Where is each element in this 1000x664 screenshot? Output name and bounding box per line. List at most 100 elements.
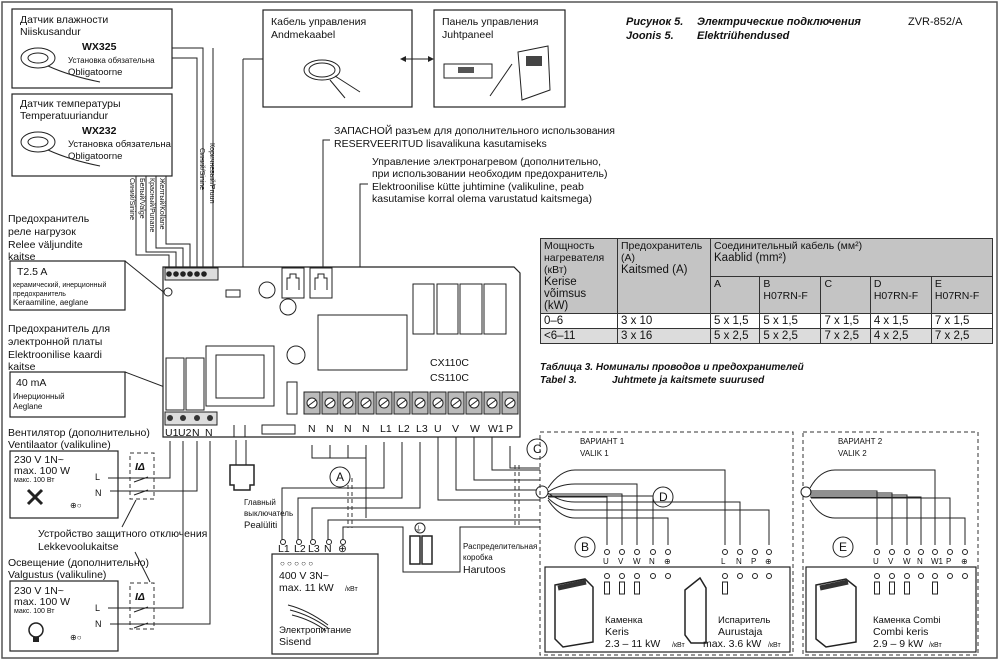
label: Установка обязательна [68,56,155,65]
residual-current-device: IΔ [108,441,211,630]
terminal-point [737,549,743,555]
svg-text:kaitse: kaitse [8,251,36,263]
cable-marker-d: D [652,486,674,508]
figure-title: Elektriühendused [697,30,790,42]
terminal-label: L2 [294,543,306,555]
label: Датчик температуры [20,98,121,110]
terminal-point [932,549,938,555]
terminal-screw [194,271,200,277]
board-fuse [261,424,296,435]
svg-text:230 V 1N~: 230 V 1N~ [14,454,64,466]
terminal-label: V [452,423,459,435]
terminal-point [310,539,316,545]
terminal-screw [201,271,207,277]
table-cell: <6–11 [540,328,618,344]
terminal-point [722,549,728,555]
terminal-label: N [917,557,923,566]
humidity-sensor-box: Датчик влажности Niiskusandur WX325 Уста… [11,8,173,89]
terminal-label: W1 [931,557,944,566]
cable-marker-c: C [526,438,548,460]
figure-number: Joonis 5. [626,30,674,42]
heating-element [619,581,625,595]
wire-label: Белый/Valge [138,178,146,219]
model: WX232 [82,125,117,137]
label: Temperatuuriandur [20,110,109,122]
residual-current-device: IΔ [108,441,198,500]
relay [165,357,185,411]
svg-text:Elektroonilise kaardi: Elektroonilise kaardi [8,349,102,361]
terminal-point [619,549,625,555]
svg-text:макс. 100 Вт: макс. 100 Вт [14,477,55,484]
ground-terminal-icon: ⏚ [409,522,433,565]
terminal-screw [187,271,193,277]
heating-element [932,581,938,595]
heating-control-label: Управление электронагревом (дополнительн… [372,156,601,168]
terminal-point [889,549,895,555]
label: Obligatoorne [68,151,122,162]
terminal-label: L2 [398,423,410,435]
transformer [205,345,275,407]
terminal-label: V [618,557,624,566]
svg-text:max. 100 W: max. 100 W [14,465,70,477]
sensor-icon [20,47,101,83]
table-cell: 3 x 16 [617,328,711,344]
terminal-point [722,573,728,579]
svg-text:B: B [581,540,589,554]
header-fuse: Предохранитель(A)Kaitsmed (A) [617,238,711,314]
screw-slot [325,399,335,407]
cable-marker-b: B [574,536,596,558]
board-fuse-label: Предохранитель для электронной платы Ele… [8,323,126,418]
svg-text:предохранитель: предохранитель [13,291,66,298]
rcd-label: Устройство защитного отключения [38,528,207,540]
svg-text:Предохранитель для: Предохранитель для [8,323,110,335]
svg-text:C: C [533,442,542,456]
terminal-label: L3 [308,543,320,555]
terminal-point [296,539,302,545]
terminal-screw [166,271,172,277]
label: Juhtpaneel [442,29,493,41]
terminal-point [752,549,758,555]
label: Установка обязательна [68,139,172,150]
terminal-label: ⊕ [961,557,968,566]
terminal-point [874,549,880,555]
heating-control-label: Elektroonilise kütte juhtimine (valikuli… [372,181,584,193]
board-model: CS110C [430,372,469,384]
relay [185,357,205,411]
svg-text:VALIK 2: VALIK 2 [838,449,867,458]
screw-slot [451,399,461,407]
terminal-point [650,573,656,579]
terminal-point [619,573,625,579]
rj-connector [309,267,333,299]
svg-text:/кВт: /кВт [345,586,358,593]
svg-text:ВАРИАНТ 2: ВАРИАНТ 2 [838,437,883,446]
header-cable: Соединительный кабель (мм²)Kaablid (mm²) [710,238,993,277]
table-cell: 5 x 2,5 [759,328,822,344]
table-cell: 7 x 1,5 [820,313,871,329]
heating-control-label: при использовании необходим предохраните… [372,168,607,180]
svg-text:Combi keris: Combi keris [873,626,928,638]
terminal-point [918,573,924,579]
table-cell: 5 x 1,5 [759,313,822,329]
terminal-label: P [946,557,951,566]
svg-text:Aeglane: Aeglane [13,402,43,411]
junction-node [535,485,549,499]
svg-text:L: L [95,603,100,613]
screw-slot [433,399,443,407]
wire-label: Синий/Sinine [128,178,136,220]
junction-box-label: Harutoos [463,564,506,576]
fan-icon [26,488,44,506]
light-section: Освещение (дополнительно) Valgustus (val… [8,557,149,652]
terminal-label: W [633,557,641,566]
sensor-icon [20,131,101,167]
terminal-label: ⊕ [338,543,347,555]
screw-slot [307,399,317,407]
table-cell: 3 x 10 [617,313,711,329]
svg-text:Электропитание: Электропитание [279,625,351,636]
label: Niiskusandur [20,26,81,38]
table-caption: Таблица 3. Номиналы проводов и предохран… [540,361,804,373]
